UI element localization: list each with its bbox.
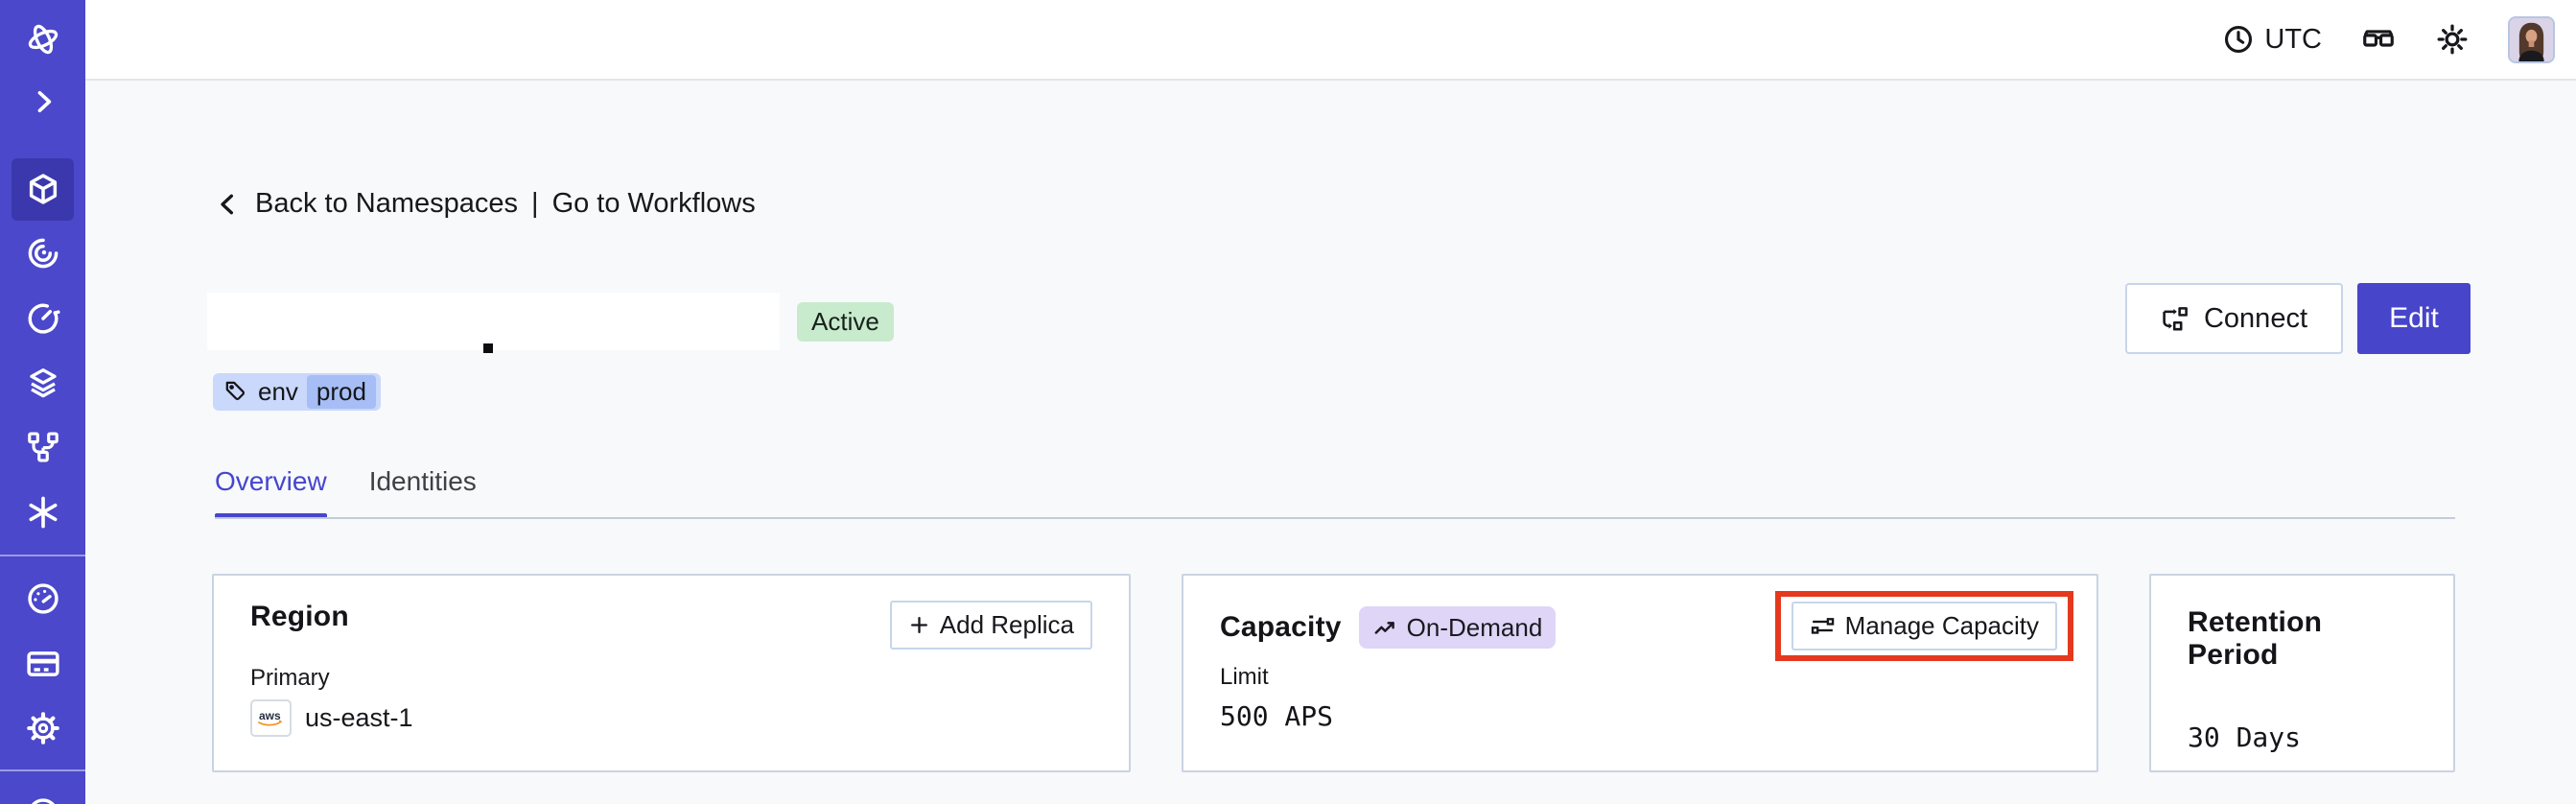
- profile-partial-icon[interactable]: [0, 792, 85, 804]
- layers-icon[interactable]: [0, 362, 85, 404]
- back-to-namespaces-link[interactable]: Back to Namespaces: [255, 188, 519, 219]
- codec-glasses-icon[interactable]: [2360, 21, 2397, 58]
- tag-value: prod: [306, 375, 376, 409]
- sliders-icon: [1810, 613, 1836, 639]
- namespaces-cube-icon[interactable]: [0, 168, 85, 210]
- timezone-label: UTC: [2264, 23, 2322, 55]
- connect-button-label: Connect: [2203, 302, 2307, 334]
- add-replica-button[interactable]: Add Replica: [889, 601, 1092, 650]
- tab-identities[interactable]: Identities: [368, 466, 477, 496]
- status-badge: Active: [797, 302, 894, 342]
- gear-icon[interactable]: [0, 707, 85, 749]
- sidebar-divider: [0, 555, 85, 556]
- on-demand-badge: On-Demand: [1358, 606, 1557, 649]
- main-content: Back to Namespaces | Go to Workflows Act…: [85, 81, 2576, 804]
- back-chevron-icon[interactable]: [213, 190, 242, 219]
- plus-icon: [908, 614, 930, 636]
- retention-value: 30 Days: [2188, 721, 2302, 753]
- timezone-selector[interactable]: UTC: [2222, 23, 2322, 56]
- on-demand-label: On-Demand: [1406, 612, 1543, 642]
- timer-icon[interactable]: [0, 297, 85, 340]
- region-value: us-east-1: [305, 703, 413, 732]
- manage-capacity-button[interactable]: Manage Capacity: [1791, 602, 2057, 650]
- sidebar: [0, 0, 85, 804]
- asterisk-icon[interactable]: [0, 491, 85, 533]
- user-avatar[interactable]: [2508, 15, 2555, 63]
- spiral-icon[interactable]: [0, 232, 85, 274]
- namespace-tag[interactable]: env prod: [213, 373, 381, 411]
- trending-up-icon: [1372, 615, 1398, 641]
- primary-label: Primary: [250, 665, 330, 691]
- breadcrumb: Back to Namespaces | Go to Workflows: [213, 188, 756, 220]
- namespace-title-redacted: [207, 293, 780, 350]
- tab-track-line: [215, 517, 2455, 519]
- topbar: UTC: [85, 0, 2576, 81]
- expand-chevron-icon[interactable]: [0, 81, 85, 123]
- go-to-workflows-link[interactable]: Go to Workflows: [551, 188, 756, 219]
- capacity-card: Capacity On-Demand: [1182, 574, 2098, 772]
- aws-logo-text: aws: [259, 709, 281, 722]
- tag-key: env: [258, 377, 298, 406]
- connect-icon: [2161, 304, 2190, 334]
- add-replica-label: Add Replica: [939, 610, 1074, 639]
- limit-label: Limit: [1220, 664, 1269, 690]
- tag-icon: [223, 379, 249, 405]
- breadcrumb-separator: |: [531, 188, 539, 219]
- temporal-logo-icon[interactable]: [0, 18, 85, 60]
- gauge-icon[interactable]: [0, 578, 85, 620]
- summary-cards: Region Add Replica Primary aws: [212, 574, 2455, 772]
- pipeline-icon[interactable]: [0, 426, 85, 468]
- theme-sun-icon[interactable]: [2435, 22, 2470, 57]
- region-card-title: Region: [250, 601, 349, 632]
- sidebar-divider-bottom: [0, 769, 85, 771]
- aws-logo-icon: aws: [250, 699, 292, 737]
- retention-card: Retention Period 30 Days: [2149, 574, 2455, 772]
- capacity-limit-value: 500 APS: [1220, 700, 1334, 732]
- capacity-card-title: Capacity: [1220, 611, 1342, 643]
- region-card: Region Add Replica Primary aws: [212, 574, 1131, 772]
- manage-capacity-label: Manage Capacity: [1844, 611, 2039, 640]
- connect-button[interactable]: Connect: [2125, 283, 2343, 354]
- clock-icon: [2222, 23, 2255, 56]
- redaction-artifact: [483, 343, 493, 353]
- tab-bar: Overview Identities: [215, 466, 477, 518]
- tab-overview[interactable]: Overview: [215, 466, 327, 518]
- annotation-highlight-box: Manage Capacity: [1774, 591, 2073, 661]
- credit-card-icon[interactable]: [0, 643, 85, 685]
- retention-card-title: Retention Period: [2188, 606, 2323, 671]
- edit-button[interactable]: Edit: [2357, 283, 2471, 354]
